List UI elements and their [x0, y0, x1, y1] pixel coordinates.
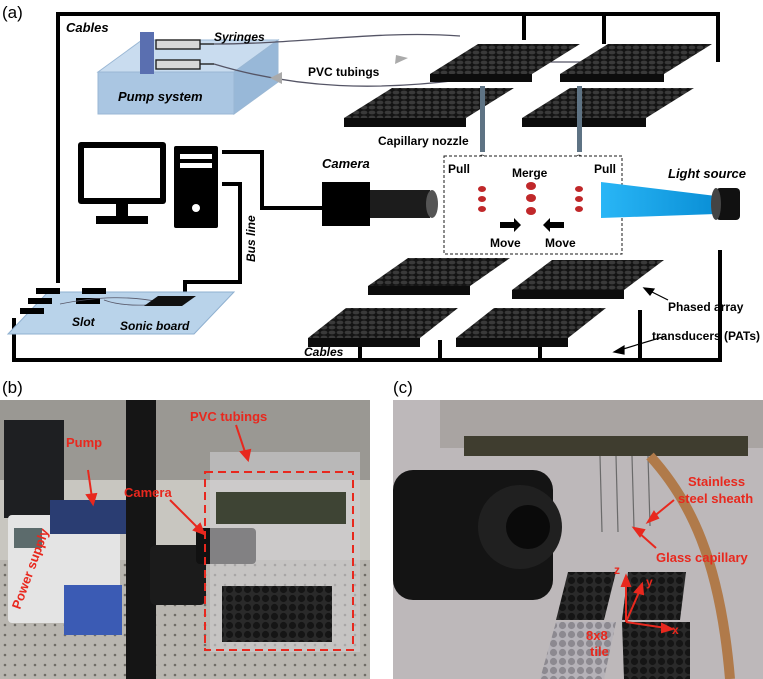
- pat-array-bottom: [308, 258, 664, 347]
- camera-label: Camera: [124, 485, 172, 500]
- pat-tiles-bottom: [222, 586, 332, 642]
- pull-right-label: Pull: [594, 162, 616, 176]
- cables-top-label: Cables: [66, 20, 109, 35]
- panel-c: (c) Stainless: [393, 378, 763, 679]
- merge-label: Merge: [512, 166, 548, 180]
- arrow-icon: [395, 55, 408, 64]
- axis-arrows: [620, 499, 675, 634]
- cable-lines: [12, 12, 722, 362]
- panel-tag: (a): [2, 3, 23, 22]
- axis-x-label: x: [672, 623, 679, 637]
- syringes-label: Syringes: [214, 30, 265, 44]
- syringe-icon: [155, 39, 214, 70]
- droplet-chamber: [443, 155, 623, 255]
- annotation-arrows: [85, 424, 252, 536]
- pull-left-label: Pull: [448, 162, 470, 176]
- chip-icon: [144, 296, 196, 306]
- droplets: [478, 182, 583, 215]
- slot-label: Slot: [72, 315, 96, 329]
- sonic-board-label: Sonic board: [120, 319, 190, 333]
- pvc-tubings-label: PVC tubings: [190, 409, 267, 424]
- sonic-board: [6, 288, 236, 335]
- panel-tag: (c): [393, 378, 413, 397]
- photo-c: [393, 400, 763, 679]
- axis-y-label: y: [646, 575, 653, 589]
- capillary-rods: [599, 455, 651, 533]
- axis-z-label: z: [614, 563, 620, 577]
- move-right-label: Move: [545, 236, 576, 250]
- slot-icons: [20, 288, 106, 314]
- move-left-label: Move: [490, 236, 521, 250]
- glass-capillary-label: Glass capillary: [656, 550, 749, 565]
- computer-icon: [78, 142, 218, 228]
- arrow-right-icon: [500, 218, 521, 232]
- bus-line-label: Bus line: [244, 215, 258, 262]
- cables-bottom-label: Cables: [304, 345, 344, 359]
- arrow-left-icon: [543, 218, 564, 232]
- tile-label-2: tile: [590, 644, 609, 659]
- pats-label-line2: transducers (PATs): [652, 329, 760, 343]
- power-supply-device: [64, 585, 122, 635]
- stainless-label-1: Stainless: [688, 474, 745, 489]
- photo-b: [0, 400, 370, 679]
- panel-tag: (b): [2, 378, 23, 397]
- arrow-icon: [270, 72, 282, 84]
- tile-8x8: [540, 622, 616, 679]
- pump-label: Pump: [66, 435, 102, 450]
- pats-label-line1: Phased array: [668, 300, 744, 314]
- tile-label-1: 8x8: [586, 628, 608, 643]
- pat-array-top: [344, 44, 712, 127]
- panel-a: (a) Cables Syringes PVC tubings Pump sys…: [2, 3, 760, 362]
- pat-board: [464, 436, 748, 456]
- syringe-holder: [140, 32, 154, 74]
- pump-system-label: Pump system: [118, 89, 203, 104]
- pat-board-top: [216, 492, 346, 524]
- stainless-label-2: steel sheath: [678, 491, 753, 506]
- highlight-box: [204, 471, 354, 651]
- pvc-tubings-label: PVC tubings: [308, 65, 380, 79]
- capillary-nozzle-label: Capillary nozzle: [378, 134, 469, 148]
- camera-label: Camera: [322, 156, 370, 171]
- pvc-tubing: [213, 33, 461, 45]
- light-source-icon: [601, 182, 740, 220]
- light-source-label: Light source: [668, 166, 746, 181]
- optical-post: [126, 400, 156, 679]
- pointer-arrows: [612, 287, 669, 355]
- camera-icon: [322, 182, 438, 226]
- pump-system: [96, 32, 620, 115]
- panel-b: (b) PVC tubings Pump Camera: [0, 378, 370, 679]
